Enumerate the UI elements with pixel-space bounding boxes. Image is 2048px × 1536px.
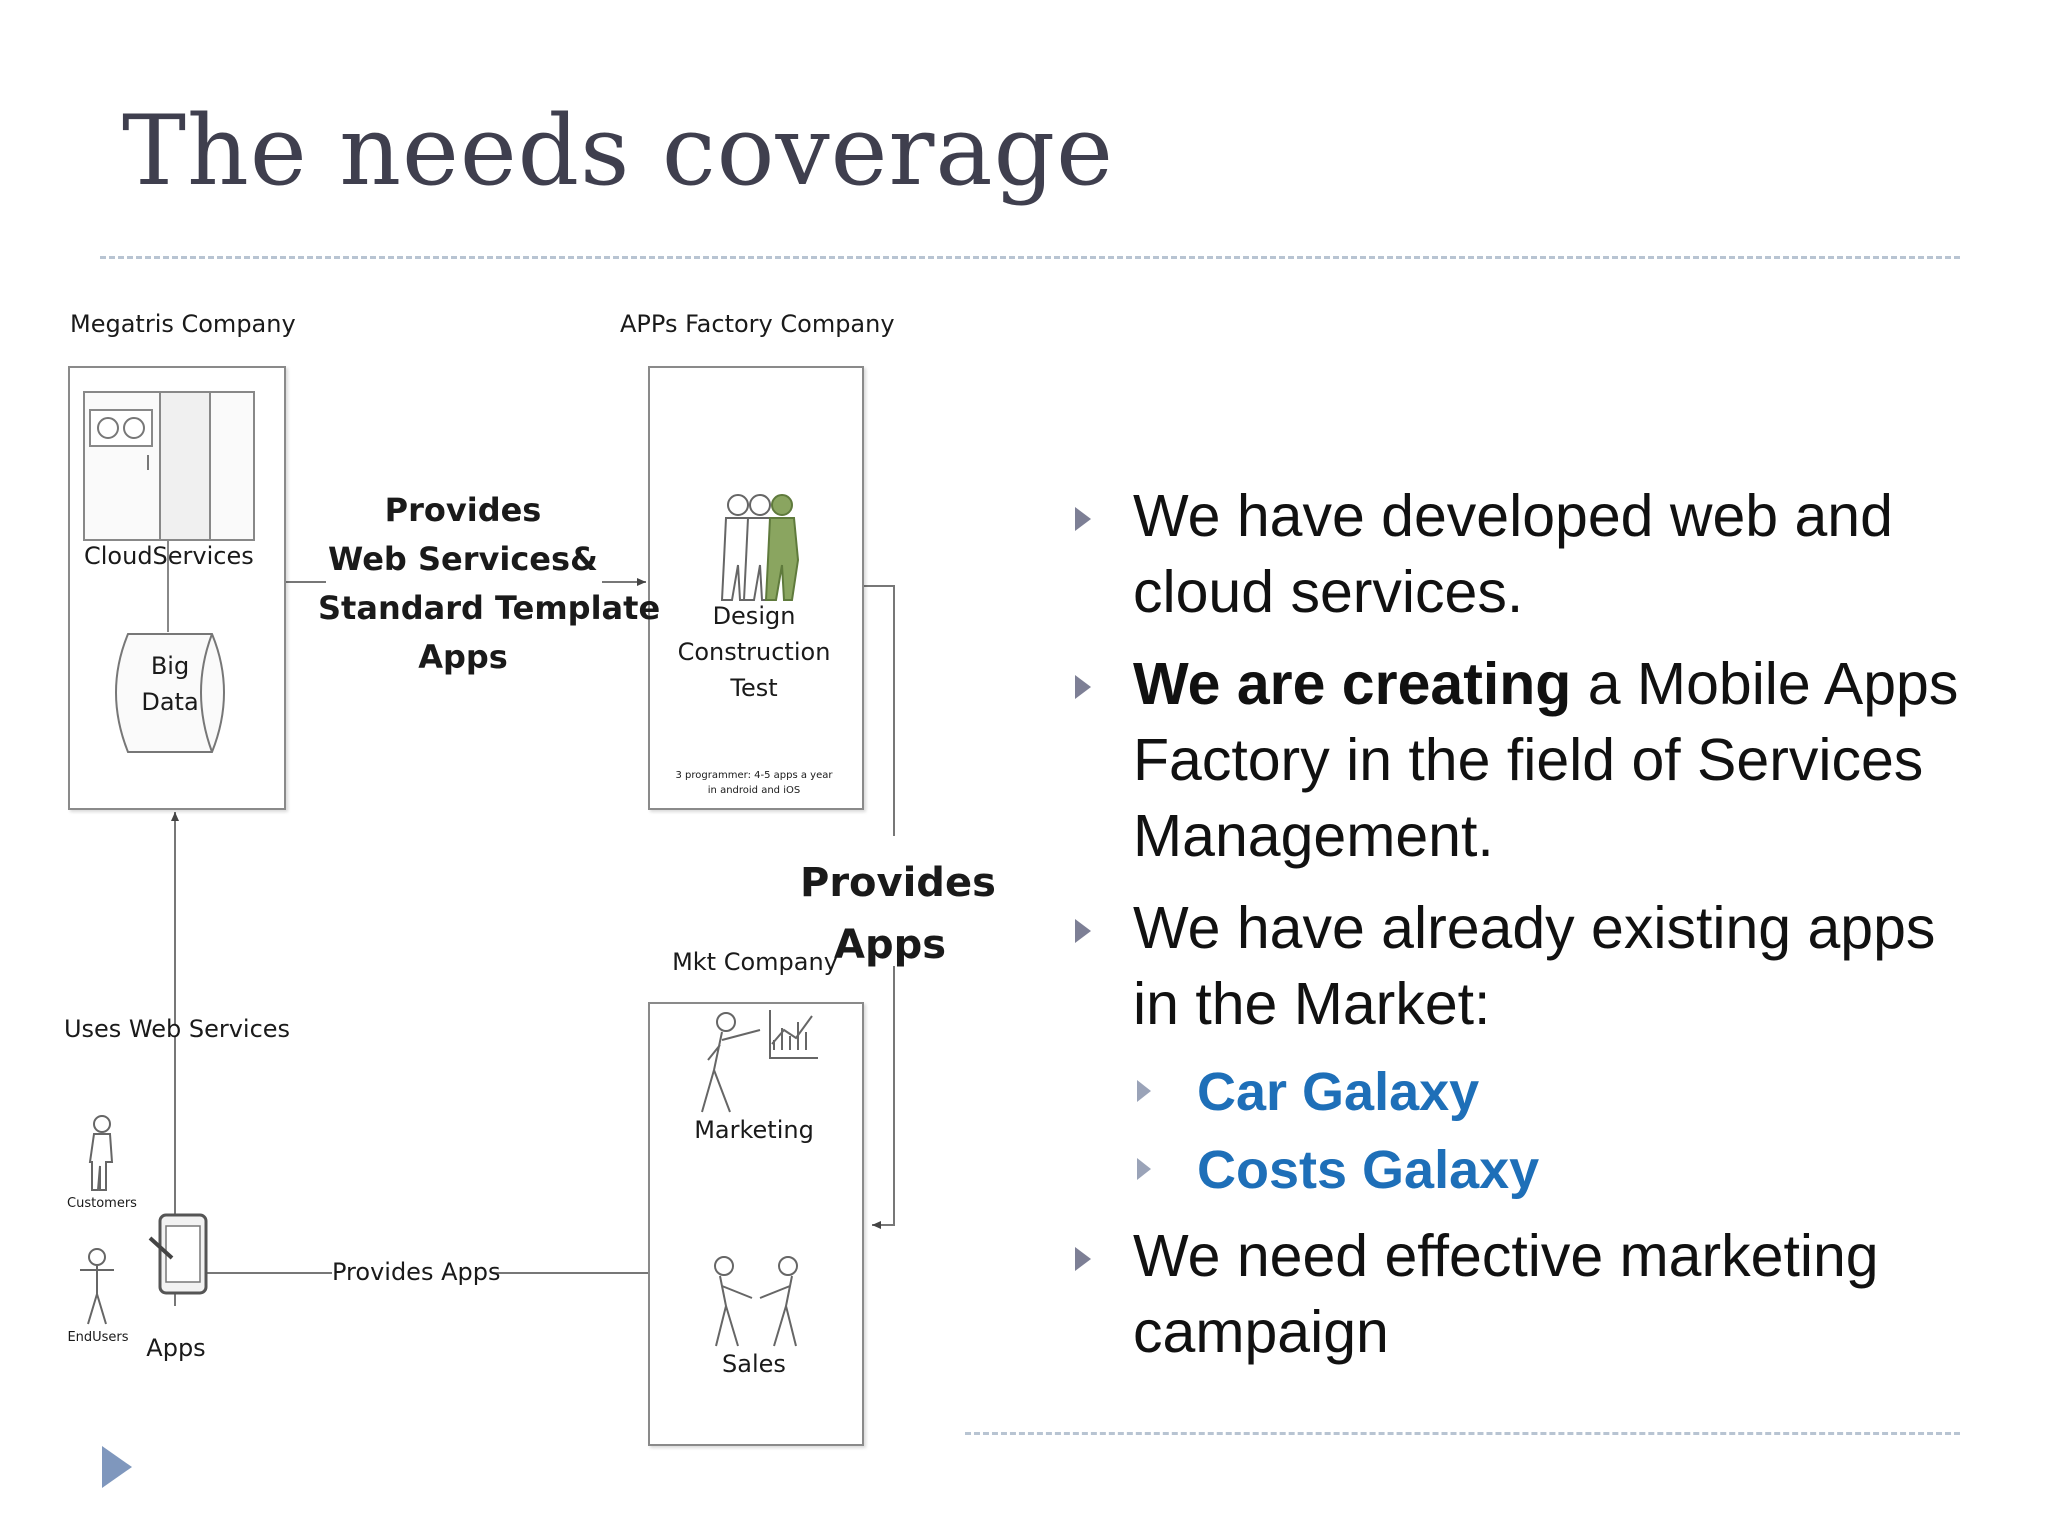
bullet-item: We are creating a Mobile Apps Factory in… xyxy=(1075,646,1975,874)
bullet-bold-text: We are creating xyxy=(1133,651,1572,717)
bullet-text-4: We need effective marketing campaign xyxy=(1133,1223,1879,1365)
factory-design-label: Design xyxy=(712,602,796,630)
flow-provides-ws-1: Provides xyxy=(384,491,542,529)
bullet-list: We have developed web and cloud services… xyxy=(1075,478,1975,1386)
factory-construction-label: Construction xyxy=(677,638,831,666)
bullet-triangle-icon xyxy=(1075,919,1091,943)
sub-bullet-item: Costs Galaxy xyxy=(1075,1130,1975,1210)
bullet-text-3: We have already existing apps in the Mar… xyxy=(1133,895,1936,1037)
flow-provides-apps-bottom: Provides Apps xyxy=(332,1258,501,1286)
enduser-person-icon xyxy=(80,1248,114,1325)
big-data-cylinder-icon xyxy=(115,633,225,753)
bullet-item: We have developed web and cloud services… xyxy=(1075,478,1975,630)
flow-provides-apps-2: Apps xyxy=(833,922,947,968)
bullet-rest-text: a Mobile Apps Factory in the field of Se… xyxy=(1133,651,1959,869)
cloud-services-label: CloudServices xyxy=(84,542,254,570)
customer-person-icon xyxy=(88,1115,114,1191)
sub-bullet-car-galaxy: Car Galaxy xyxy=(1197,1062,1480,1122)
sub-bullet-triangle-icon xyxy=(1137,1080,1151,1102)
customers-label: Customers xyxy=(67,1196,137,1211)
handshake-people-icon xyxy=(714,1256,798,1347)
megatris-company-box xyxy=(68,366,286,810)
sub-bullet-triangle-icon xyxy=(1137,1158,1151,1180)
flow-uses-web-services: Uses Web Services xyxy=(63,1015,291,1043)
business-diagram: Megatris Company CloudServices Big Data … xyxy=(0,300,1000,1480)
factory-note-2: in android and iOS xyxy=(707,785,801,796)
flow-provides-ws-4: Apps xyxy=(418,638,508,676)
team-people-icon xyxy=(720,494,800,601)
bottom-divider xyxy=(965,1432,1960,1435)
marketing-label: Marketing xyxy=(694,1116,814,1144)
bullet-text-1: We have developed web and cloud services… xyxy=(1133,483,1893,625)
flow-provides-apps-1: Provides xyxy=(800,860,996,906)
apps-label: Apps xyxy=(146,1334,206,1362)
flow-provides-ws-2: Web Services& xyxy=(328,540,598,578)
bullet-triangle-icon xyxy=(1075,1247,1091,1271)
endusers-label: EndUsers xyxy=(67,1330,129,1345)
bullet-item: We need effective marketing campaign xyxy=(1075,1218,1975,1370)
flow-provides-ws-3: Standard Template xyxy=(318,589,661,627)
title-divider xyxy=(100,256,1960,259)
sub-bullet-costs-galaxy: Costs Galaxy xyxy=(1197,1140,1540,1200)
factory-note-1: 3 programmer: 4-5 apps a year xyxy=(675,770,833,781)
bullet-triangle-icon xyxy=(1075,507,1091,531)
diagram-connectors xyxy=(80,391,895,1347)
sales-label: Sales xyxy=(722,1350,786,1378)
factory-company-box xyxy=(648,366,864,810)
mobile-device-icon xyxy=(148,1213,208,1295)
connector-provides-apps xyxy=(862,585,895,836)
big-data-label-2: Data xyxy=(141,688,199,716)
big-data-label-1: Big xyxy=(150,652,190,680)
factory-test-label: Test xyxy=(730,674,778,702)
mkt-company-box xyxy=(648,1002,864,1446)
slide-title: The needs coverage xyxy=(122,95,1114,207)
factory-company-label: APPs Factory Company xyxy=(620,310,895,338)
sub-bullet-item: Car Galaxy xyxy=(1075,1052,1975,1132)
megatris-company-label: Megatris Company xyxy=(70,310,296,338)
bullet-triangle-icon xyxy=(1075,675,1091,699)
server-rack-icon xyxy=(83,391,255,541)
bullet-text-2: We are creating a Mobile Apps Factory in… xyxy=(1133,646,1975,874)
mkt-company-label: Mkt Company xyxy=(672,948,838,976)
next-slide-arrow-icon[interactable] xyxy=(102,1446,132,1488)
presenter-chart-icon xyxy=(701,1010,818,1113)
bullet-item: We have already existing apps in the Mar… xyxy=(1075,890,1975,1042)
